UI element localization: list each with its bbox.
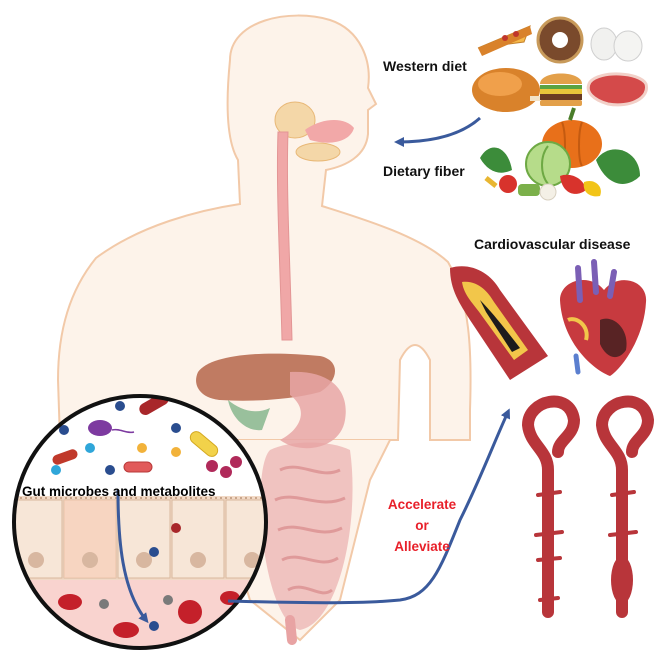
- effect-label-accelerate: Accelerate: [387, 497, 457, 512]
- red-blood-cell-icon: [58, 591, 240, 638]
- esophagus: [276, 131, 293, 341]
- donut-icon: [536, 16, 584, 64]
- vegetables-icon: [480, 147, 640, 201]
- blocked-artery-icon: [450, 266, 548, 380]
- gut-microbes-label: Gut microbes and metabolites: [22, 484, 216, 499]
- cardiovascular-disease-label: Cardiovascular disease: [474, 236, 631, 252]
- western-diet-foods: [472, 16, 648, 112]
- egg-icon: [590, 27, 643, 62]
- chicken-icon: [472, 68, 540, 112]
- dietary-fiber-foods: [480, 107, 640, 201]
- effect-label-alleviate: Alleviate: [394, 539, 450, 554]
- steak-icon: [586, 72, 648, 107]
- effect-label: Accelerate or Alleviate: [380, 494, 464, 557]
- burger-icon: [540, 73, 582, 106]
- dietary-fiber-label: Dietary fiber: [383, 163, 465, 179]
- absorption-arrow: [116, 489, 149, 624]
- pizza-icon: [477, 25, 532, 56]
- intestines: [260, 442, 353, 645]
- metabolite-dots: [51, 401, 181, 631]
- aneurysm-aorta-icon: [595, 395, 655, 618]
- aorta-icon: [521, 395, 581, 618]
- intestinal-epithelium-icon: [14, 496, 266, 648]
- western-diet-label: Western diet: [383, 58, 467, 74]
- mouth-region: [274, 101, 354, 162]
- digestive-organs: [196, 353, 346, 449]
- diet-arrow: [394, 116, 482, 147]
- diseased-heart-icon: [560, 259, 647, 376]
- gut-to-cvd-arrow: [227, 408, 511, 605]
- effect-label-or: or: [415, 518, 429, 533]
